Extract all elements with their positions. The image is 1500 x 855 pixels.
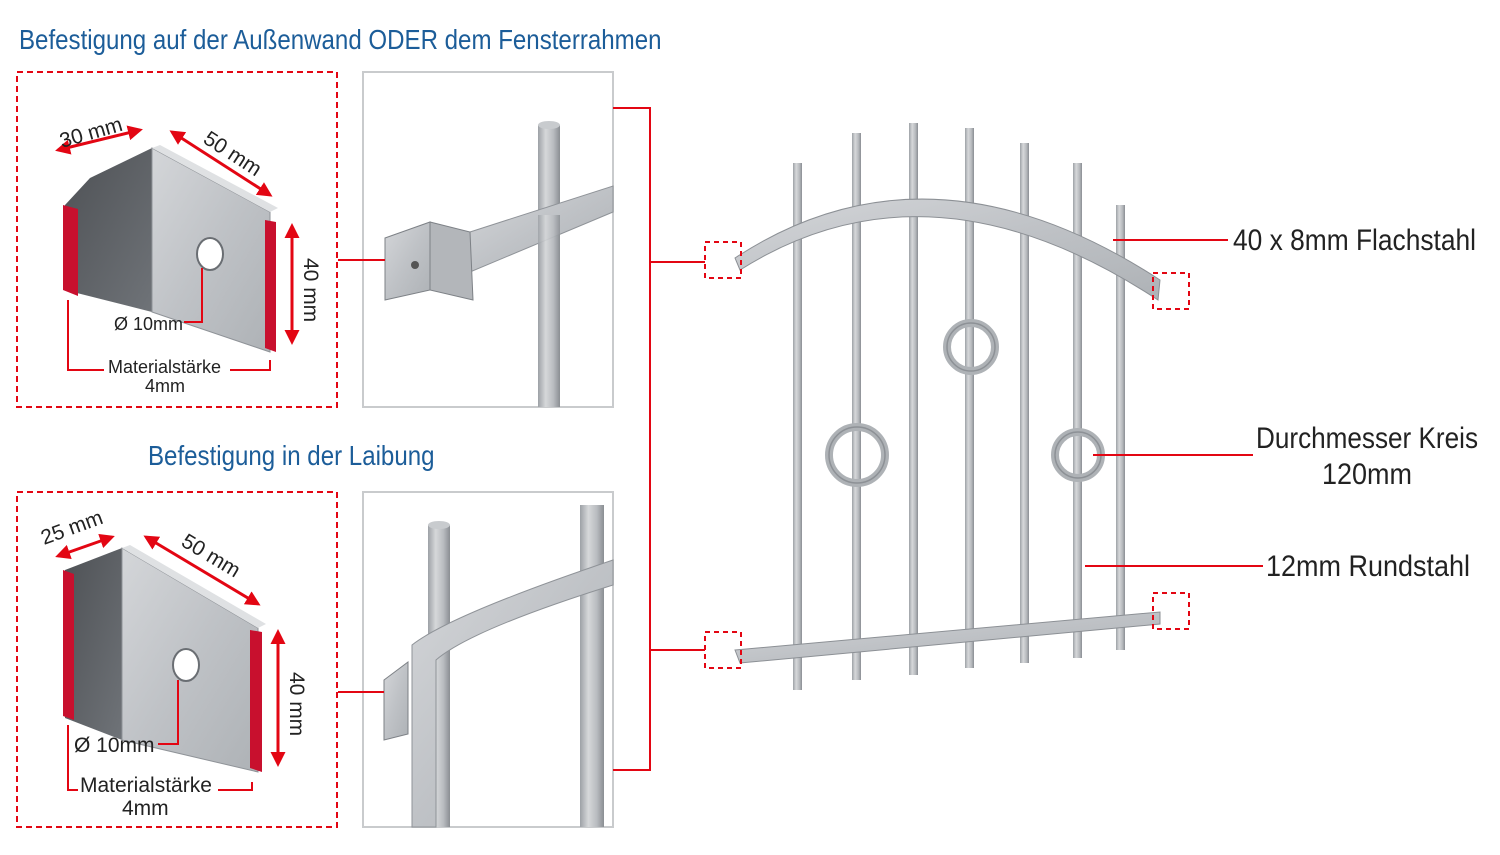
bracket-wall-frame [16, 71, 338, 408]
bracket-reveal-hole-label: Ø 10mm [74, 734, 155, 757]
bracket-wall-edge-left [63, 205, 78, 296]
heading-wall-or-frame: Befestigung auf der Außenwand ODER dem F… [19, 24, 662, 55]
window-grille [704, 123, 1190, 690]
attach-point-bottom-left [704, 631, 742, 669]
hole-leader-wall [184, 268, 203, 323]
bracket-reveal-dark-face [65, 548, 122, 740]
bracket-wall-hole [196, 237, 224, 271]
wall-mount-detail-panel [338, 71, 614, 408]
reveal-detail-frame [362, 491, 614, 828]
reveal-detail-flatbar [411, 559, 614, 828]
bracket-wall-panel: 30 mm 50 mm 40 mm Ø 10mm Materialstärke … [16, 71, 338, 408]
label-round-steel: 12mm Rundstahl [1266, 550, 1470, 583]
label-flat-steel: 40 x 8mm Flachstahl [1233, 224, 1476, 257]
dim-30-arrow [55, 125, 143, 155]
bracket-reveal-frame [16, 491, 338, 828]
attach-point-top-right [1152, 272, 1190, 310]
dim-50b-arrow [143, 535, 261, 606]
dim-50-arrow [169, 130, 273, 197]
bracket-reveal-panel: 25 mm 50 mm 40 mm Ø 10mm Materialstärke … [16, 491, 338, 828]
grille-arch-flatbar [734, 198, 1161, 301]
bracket-reveal-hole [172, 648, 200, 682]
bracket-reveal-edge-left [63, 570, 74, 720]
bracket-wall-edge-right [265, 220, 276, 352]
attach-point-bottom-right [1152, 592, 1190, 630]
label-circle-diameter: Durchmesser Kreis [1256, 422, 1478, 455]
bracket-wall-thickness-value: 4mm [145, 376, 185, 396]
reveal-detail-bracket [383, 661, 409, 741]
detail-to-grille-connector [613, 107, 705, 771]
label-circle-size: 120mm [1322, 458, 1412, 491]
bracket-reveal-thickness-label: Materialstärke [80, 774, 212, 797]
bracket-wall-dark-face [65, 148, 152, 312]
grille-bottom-flatbar [734, 611, 1161, 664]
bracket-wall-height: 40 mm [299, 258, 322, 322]
grille-callouts: 40 x 8mm Flachstahl Durchmesser Kreis 12… [1085, 224, 1478, 583]
bracket-wall-thickness-label: Materialstärke [108, 357, 221, 377]
bracket-reveal-height: 40 mm [285, 672, 308, 736]
bracket-reveal-edge-right [250, 630, 262, 772]
attach-point-top-left [704, 241, 742, 279]
heading-reveal: Befestigung in der Laibung [148, 440, 435, 471]
reveal-detail-rod-right [580, 505, 604, 827]
bracket-reveal-thickness-value: 4mm [122, 797, 169, 820]
wall-detail-rod [538, 125, 560, 407]
dim-25-arrow [55, 533, 115, 560]
reveal-mount-detail-panel [338, 491, 614, 828]
bracket-wall-hole-label: Ø 10mm [114, 314, 183, 334]
bracket-wall-width-short: 30 mm [57, 113, 125, 153]
grille-bars [793, 123, 1125, 690]
